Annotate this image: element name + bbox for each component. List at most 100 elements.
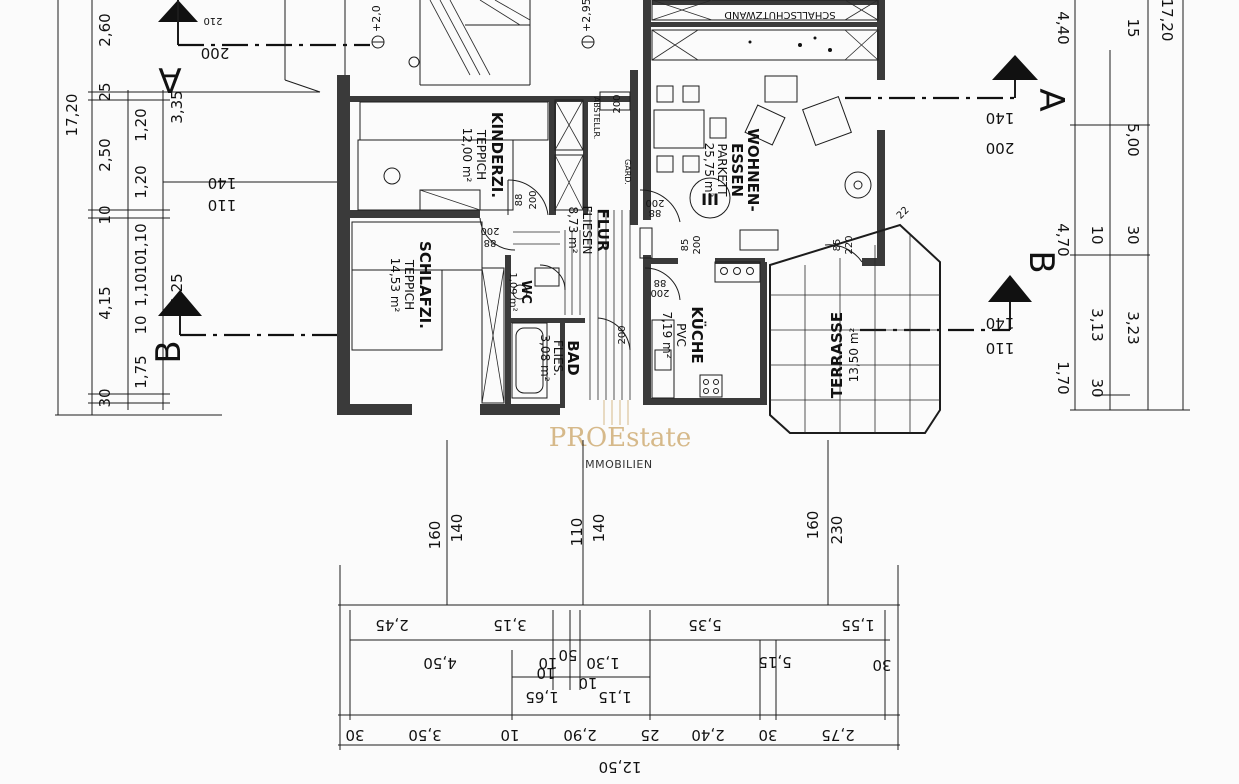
bottom-dimensions: 160 140 110 140 160 230 2,45 3,15 5,35 1… [338, 440, 900, 776]
room-wohnen-floor: PARKETT [715, 144, 729, 198]
opening-210: 210 [203, 15, 222, 26]
dim-3-35: 3,35 [168, 90, 186, 123]
door-label-kueche-88: 200 [650, 287, 669, 298]
door-label-kueche-200: 88 [654, 277, 667, 288]
dim-10-a: 10 [96, 205, 114, 224]
dim-b-2-45: 2,45 [375, 616, 408, 634]
dim-b-10-b: 10 [538, 654, 557, 672]
dim-b-10-c: 10 [578, 674, 597, 692]
dim-b-2-90: 2,90 [563, 726, 596, 744]
dim-bottom-110: 110 [568, 518, 586, 547]
dim-17-20-left: 17,20 [63, 94, 81, 137]
dim-b-5-35: 5,35 [688, 616, 721, 634]
room-bad-name: BAD [564, 340, 582, 376]
unit-label: III [701, 190, 719, 209]
right-dimensions: 4,40 15 17,20 5,00 4,70 10 30 3,13 3,23 … [1054, 0, 1190, 411]
section-markers: A A B B [149, 0, 1071, 364]
dim-17-20-right: 17,20 [1158, 0, 1176, 41]
watermark-sub: IMMOBILIEN [581, 458, 652, 471]
dim-1-10-b: 1,10 [132, 273, 150, 306]
dim-1-70: 1,70 [1054, 361, 1072, 394]
door-label-flur-88: 88 [649, 207, 662, 218]
dim-b-4-50: 4,50 [423, 654, 456, 672]
dim-b-30-c: 30 [758, 726, 777, 744]
dim-1-10-a: 1,10 [132, 223, 150, 256]
flur-tiles [513, 210, 631, 400]
dim-bottom-160-b: 160 [804, 511, 822, 540]
dim-25: 25 [96, 82, 114, 101]
dim-b-1-30: 1,30 [586, 654, 619, 672]
dim-b-3-50: 3,50 [408, 726, 441, 744]
room-flur-name: FLUR [594, 208, 612, 251]
dim-1-20-a: 1,20 [132, 108, 150, 141]
dim-5-00: 5,00 [1124, 123, 1142, 156]
dim-bottom-230: 230 [828, 516, 846, 545]
dim-15: 15 [1124, 18, 1142, 37]
door-label-wohnen-200: 200 [692, 235, 703, 254]
dim-30-left: 30 [96, 388, 114, 407]
room-kinderzi-area: 12,00 m² [460, 128, 474, 183]
stair-area: +2,0 +2,95 210 200 140 110 140 200 140 1… [201, 0, 1015, 357]
room-kinderzi-name: KINDERZI. [488, 112, 506, 198]
level-label-1: +2,0 [370, 5, 383, 32]
dim-b-25: 25 [640, 726, 659, 744]
label-abstellr: ABSTELLR. [592, 97, 601, 140]
dim-b-50: 50 [558, 646, 577, 664]
dim-bottom-140-b: 140 [590, 514, 608, 543]
dim-4-15: 4,15 [96, 286, 114, 319]
door-label-bad-200: 200 [617, 325, 628, 344]
dim-b-2-40: 2,40 [691, 726, 724, 744]
room-flur-floor: FLIESEN [580, 206, 594, 255]
dim-b-12-50: 12,50 [599, 758, 642, 776]
room-wohnen-name: WOHNEN- [744, 128, 762, 211]
cabinets-top: SCHALLSCHUTZWAND [651, 0, 879, 61]
label-schallschutzwand: SCHALLSCHUTZWAND [724, 9, 836, 20]
section-label-b-right: B [1021, 250, 1061, 273]
room-labels: KINDERZI. TEPPICH 12,00 m² SCHLAFZI. TEP… [388, 97, 861, 398]
dim-1-20-b: 1,20 [132, 165, 150, 198]
section-arrow-b-left [158, 290, 202, 316]
dim-1-75: 1,75 [132, 355, 150, 388]
watermark: PROEstate IMMOBILIEN [549, 400, 692, 471]
label-gard: GARD. [623, 159, 632, 185]
room-wohnen-name2: ESSEN [728, 143, 746, 197]
door-label-kinder-88: 88 [514, 194, 525, 207]
door-label-terr-220: 220 [844, 235, 855, 254]
dim-140-left: 140 [208, 174, 237, 192]
dim-140-right-b: 140 [986, 314, 1015, 332]
dim-110-left: 110 [208, 196, 237, 214]
doors: 88 200 88 200 88 200 85 200 85 220 200 2… [479, 91, 863, 351]
door-label-wohnen-85: 85 [680, 239, 691, 252]
dim-b-5-15: 5,15 [758, 653, 791, 671]
door-label-top-200: 200 [612, 94, 623, 113]
dim-2-50: 2,50 [96, 138, 114, 171]
room-schlafzi-area: 14,53 m² [388, 258, 402, 313]
terrace: 22 [769, 205, 941, 434]
dim-2-60: 2,60 [96, 13, 114, 46]
room-kueche-area: 7,19 m² [660, 311, 674, 358]
dim-110-right-b: 110 [986, 339, 1015, 357]
furniture: III [351, 75, 872, 404]
unit-marker [689, 177, 731, 219]
room-schlafzi-floor: TEPPICH [402, 259, 416, 310]
dim-10-c: 10 [132, 315, 150, 334]
dim-10-b: 10 [132, 255, 150, 274]
level-label-2: +2,95 [580, 0, 593, 32]
section-arrow-a-right [992, 55, 1038, 80]
section-label-b-left: B [149, 340, 189, 363]
door-label-kinder-200: 200 [528, 190, 539, 209]
dim-bottom-140-a: 140 [448, 514, 466, 543]
room-wc-name: WC [518, 280, 533, 304]
dim-b-30-b: 30 [345, 726, 364, 744]
section-label-a-left: A [158, 59, 181, 99]
dim-b-1-55: 1,55 [841, 616, 874, 634]
dim-200-right: 200 [986, 139, 1015, 157]
section-arrow-b-right [988, 275, 1032, 302]
dim-30-right-b: 30 [1088, 378, 1106, 397]
dim-3-13: 3,13 [1088, 308, 1106, 341]
dim-3-23: 3,23 [1124, 311, 1142, 344]
door-label-schlaf-88: 88 [484, 237, 497, 248]
watermark-brand: PROEstate [549, 423, 692, 453]
